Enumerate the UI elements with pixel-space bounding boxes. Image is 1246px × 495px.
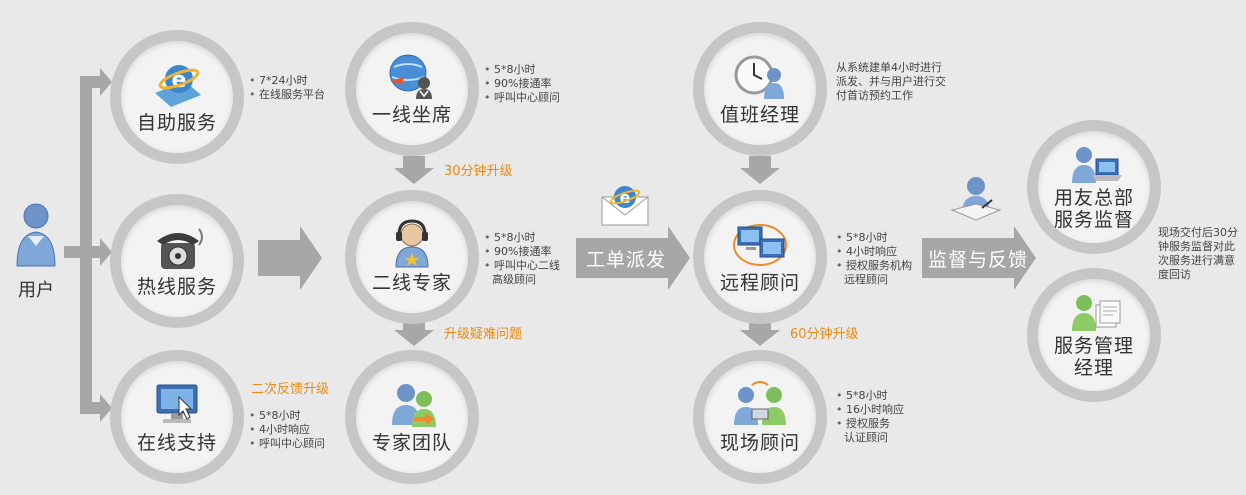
ie-envelope-icon: e: [601, 186, 649, 226]
onsite-consultant-info: 5*8小时 16小时响应 授权服务 认证顾问: [836, 389, 904, 445]
user-label: 用户: [18, 280, 54, 301]
remote-consultant-node[interactable]: 远程顾问: [693, 190, 827, 324]
arrow-to-self-service: [80, 68, 112, 96]
monitor-cursor-icon: [156, 384, 198, 423]
computers-icon: [733, 224, 787, 266]
self-service-info: 7*24小时 在线服务平台: [249, 74, 325, 102]
trunk-line: [80, 82, 92, 408]
first-line-info: 5*8小时 90%接通率 呼叫中心顾问: [484, 63, 560, 105]
info-line: 5*8小时: [484, 63, 560, 77]
arrow-hotline-to-second-line: [258, 226, 322, 290]
online-support-node[interactable]: 在线支持: [110, 350, 244, 484]
duty-manager-info: 从系统建单4小时进行派发、并与用户进行交付首访预约工作: [836, 61, 948, 103]
ie-browser-icon: e: [155, 65, 201, 107]
expert-team-node[interactable]: 专家团队: [345, 350, 479, 484]
second-line-label: 二线专家: [371, 272, 452, 294]
supervision-feedback-label: 监督与反馈: [928, 249, 1029, 271]
difficult-problem-escalation-label: 升级疑难问题: [444, 327, 523, 342]
thirty-minute-escalation-label: 30分钟升级: [444, 164, 513, 179]
info-line: 在线服务平台: [249, 88, 325, 102]
hotline-node[interactable]: 热线服务: [110, 194, 244, 328]
info-line: 5*8小时: [484, 231, 560, 245]
self-service-label: 自助服务: [136, 112, 217, 134]
sixty-minute-escalation-label: 60分钟升级: [790, 327, 859, 342]
info-line: 高级顾问: [492, 273, 536, 286]
info-line: 呼叫中心顾问: [249, 437, 325, 451]
info-line: 授权服务: [836, 417, 904, 431]
info-line: 认证顾问: [844, 431, 888, 444]
second-line-info: 5*8小时 90%接通率 呼叫中心二线 高级顾问: [484, 231, 560, 287]
onsite-consultant-node[interactable]: 现场顾问: [693, 350, 827, 484]
user-figure: [14, 202, 58, 268]
info-line: 16小时响应: [836, 403, 904, 417]
duty-manager-description: 从系统建单4小时进行派发、并与用户进行交付首访预约工作: [836, 61, 946, 102]
info-line: 远程顾问: [844, 273, 888, 286]
info-line: 呼叫中心顾问: [484, 91, 560, 105]
info-line: 5*8小时: [836, 389, 904, 403]
person-icon: [16, 203, 56, 267]
arrow-to-online-support: [80, 394, 112, 422]
headset-person-icon: [395, 219, 429, 268]
arrow-duty-to-remote: [740, 156, 780, 184]
hotline-label: 热线服务: [136, 276, 217, 298]
remote-consultant-label: 远程顾问: [719, 272, 800, 294]
duty-manager-label: 值班经理: [719, 104, 800, 126]
first-line-node[interactable]: 一线坐席: [345, 22, 479, 156]
info-line: 授权服务机构: [836, 259, 912, 273]
info-line: 90%接通率: [484, 77, 560, 91]
second-line-node[interactable]: 二线专家: [345, 190, 479, 324]
clock-person-icon: [734, 55, 784, 99]
people-exchange-icon: [734, 381, 786, 425]
person-writing-icon: [950, 177, 1002, 221]
duty-manager-node[interactable]: 值班经理: [693, 22, 827, 156]
info-line: 4小时响应: [249, 423, 325, 437]
supervision-description: 现场交付后30分钟服务监督对此次服务进行满意度回访: [1158, 226, 1238, 281]
info-line: 7*24小时: [249, 74, 325, 88]
supervision-feedback-banner-arrow: [922, 226, 1036, 290]
info-line: 4小时响应: [836, 245, 912, 259]
remote-consultant-info: 5*8小时 4小时响应 授权服务机构 远程顾问: [836, 231, 912, 287]
online-support-info: 5*8小时 4小时响应 呼叫中心顾问: [249, 409, 325, 451]
self-service-node[interactable]: e 自助服务: [110, 30, 244, 164]
info-line: 呼叫中心二线: [484, 259, 560, 273]
yonyou-supervision-node[interactable]: 用友总部服务监督: [1027, 120, 1161, 254]
arrow-second-line-to-expert-team: [394, 320, 434, 346]
person-documents-icon: [1072, 295, 1121, 331]
service-manager-node[interactable]: 服务管理经理: [1027, 268, 1161, 402]
yonyou-supervision-label: 用友总部服务监督: [1053, 187, 1134, 231]
info-line: 5*8小时: [836, 231, 912, 245]
arrow-to-hotline: [86, 238, 112, 266]
globe-person-icon: [389, 54, 432, 99]
expert-team-label: 专家团队: [371, 432, 452, 454]
info-line: 90%接通率: [484, 245, 560, 259]
info-line: 5*8小时: [249, 409, 325, 423]
team-icon: [392, 384, 436, 427]
secondary-feedback-escalation-label: 二次反馈升级: [251, 382, 330, 397]
person-laptop-icon: [1072, 147, 1122, 183]
service-manager-label: 服务管理经理: [1053, 335, 1134, 379]
arrow-first-to-second-line: [394, 156, 434, 184]
arrow-remote-to-onsite: [740, 320, 780, 346]
onsite-consultant-label: 现场顾问: [719, 432, 800, 454]
work-order-banner-arrow: [576, 226, 690, 290]
telephone-icon: [157, 228, 203, 269]
online-support-label: 在线支持: [136, 432, 217, 454]
svg-text:e: e: [620, 188, 631, 207]
first-line-label: 一线坐席: [371, 104, 452, 126]
work-order-dispatch-label: 工单派发: [586, 249, 667, 271]
supervision-info: 现场交付后30分钟服务监督对此次服务进行满意度回访: [1158, 226, 1238, 282]
